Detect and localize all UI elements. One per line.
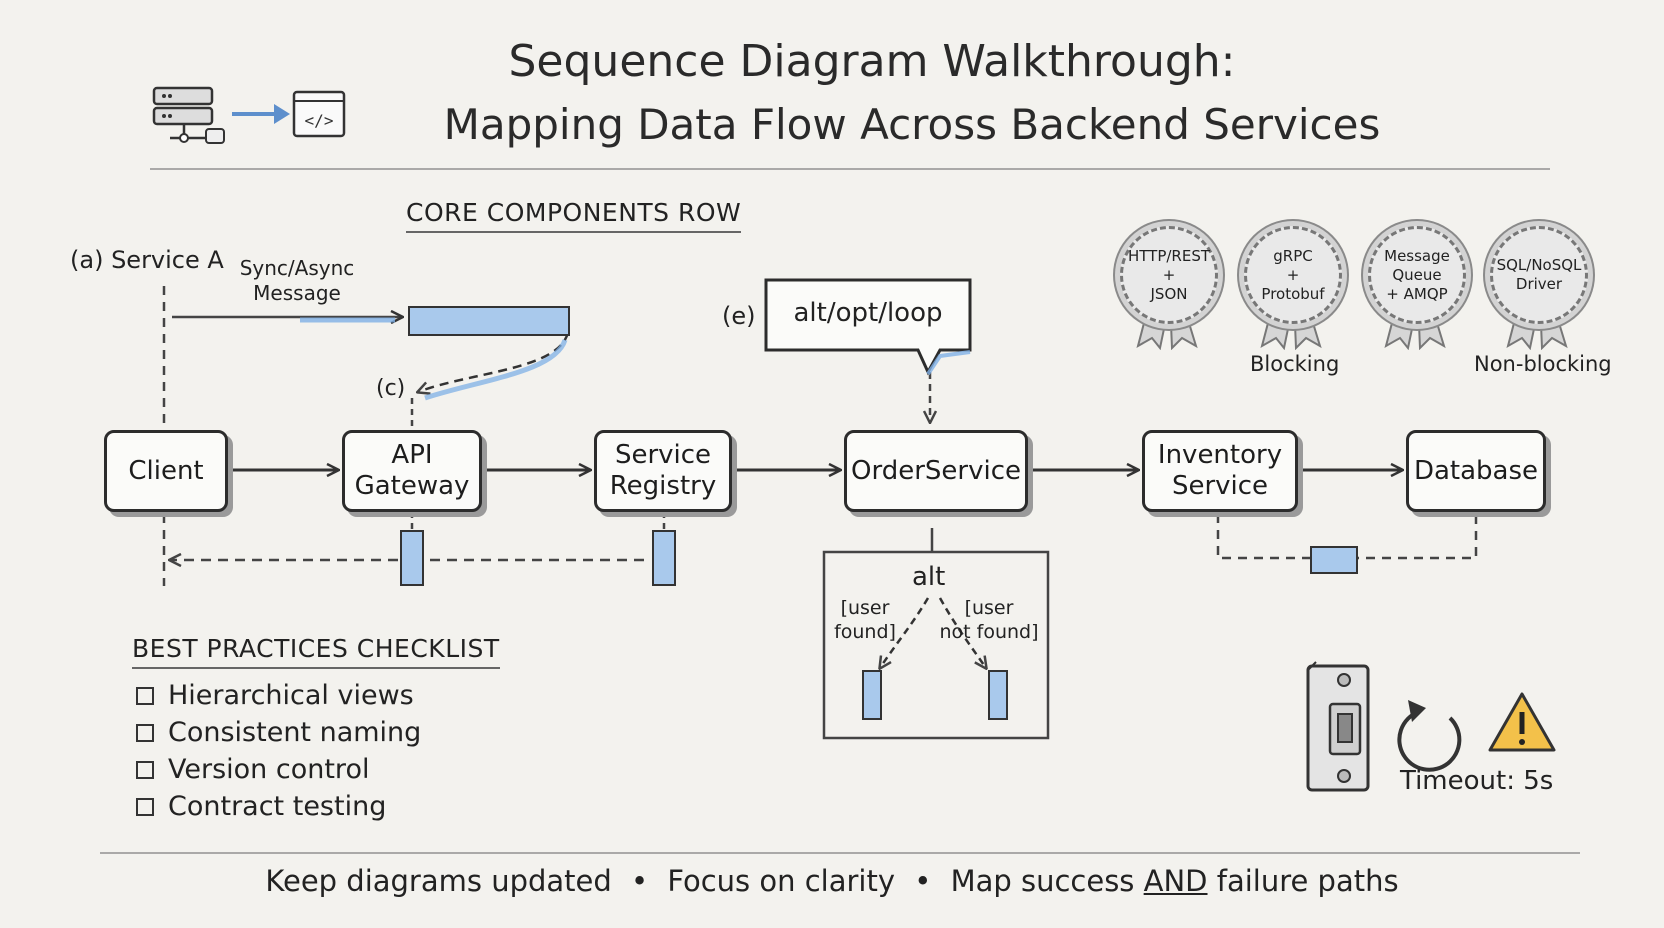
checkbox[interactable] <box>136 797 154 816</box>
checklist-item[interactable]: Contract testing <box>136 791 421 822</box>
checklist-item[interactable]: Consistent naming <box>136 717 421 748</box>
code-window-icon: </> <box>292 90 346 138</box>
alt-guard-left: [user found] <box>834 597 896 643</box>
node-order-service[interactable]: OrderService <box>844 430 1028 512</box>
message-label: Sync/Async Message <box>239 256 355 305</box>
svg-text:</>: </> <box>305 111 334 130</box>
timeout-label: Timeout: 5s <box>1400 766 1554 796</box>
checklist-item[interactable]: Version control <box>136 754 421 785</box>
checkbox[interactable] <box>136 760 154 779</box>
footer-sep: • <box>631 864 649 898</box>
checkbox[interactable] <box>136 686 154 705</box>
e-label: (e) <box>722 302 756 330</box>
activation-bar-user-found <box>862 670 882 720</box>
server-icon <box>152 86 225 144</box>
node-client[interactable]: Client <box>104 430 228 512</box>
badge-sql-driver: SQL/NoSQL Driver <box>1490 226 1588 324</box>
circuit-breaker-icon <box>1306 661 1370 792</box>
checkbox[interactable] <box>136 723 154 742</box>
checklist: Hierarchical views Consistent naming Ver… <box>136 680 421 822</box>
badge-message-queue: Message Queue + AMQP <box>1368 226 1466 324</box>
core-components-heading: CORE COMPONENTS ROW <box>406 198 742 233</box>
activation-bar-user-not-found <box>988 670 1008 720</box>
activation-bar-message <box>408 306 570 336</box>
footer-tips: Keep diagrams updated • Focus on clarity… <box>0 864 1664 898</box>
badge-grpc: gRPC + Protobuf <box>1244 226 1342 324</box>
alt-fragment-box <box>822 550 1050 740</box>
retry-icon <box>1397 700 1462 772</box>
node-database[interactable]: Database <box>1406 430 1546 512</box>
alt-guard-right: [user not found] <box>939 597 1039 643</box>
activation-bar-registry <box>652 530 676 586</box>
resilience-icons <box>1306 661 1556 792</box>
footer-sep: • <box>914 864 932 898</box>
footer-tip-3a: Map success <box>950 864 1144 898</box>
footer-tip-3c: failure paths <box>1207 864 1399 898</box>
alt-guard-right-arrow <box>938 597 986 668</box>
title-divider <box>150 168 1550 170</box>
node-api-gateway[interactable]: API Gateway <box>342 430 482 512</box>
page-subtitle: Mapping Data Flow Across Backend Service… <box>443 100 1381 149</box>
footer-tip-2: Focus on clarity <box>667 864 896 898</box>
node-service-registry[interactable]: Service Registry <box>594 430 732 512</box>
badge-http-rest: HTTP/REST + JSON <box>1120 226 1218 324</box>
checklist-item[interactable]: Hierarchical views <box>136 680 421 711</box>
warning-icon <box>1488 692 1556 752</box>
checklist-heading: BEST PRACTICES CHECKLIST <box>132 634 500 669</box>
alt-label: alt <box>912 562 946 592</box>
page-title: Sequence Diagram Walkthrough: <box>508 36 1236 87</box>
header-icon-group: </> <box>152 86 346 144</box>
fragment-label: alt/opt/loop <box>793 298 943 328</box>
alt-guard-left-arrow <box>880 597 930 668</box>
footer-tip-3b: AND <box>1143 864 1208 898</box>
activation-bar-gateway <box>400 530 424 586</box>
caption-blocking: Blocking <box>1250 352 1340 376</box>
c-label: (c) <box>376 376 406 401</box>
fragment-bubble <box>764 278 972 376</box>
footer-tip-1: Keep diagrams updated <box>265 864 612 898</box>
footer-divider <box>100 852 1580 854</box>
arrow-right-icon <box>232 104 290 124</box>
activation-bar-inventory <box>1310 546 1358 574</box>
inventory-database-return <box>1216 514 1478 560</box>
node-inventory-service[interactable]: Inventory Service <box>1142 430 1298 512</box>
caption-non-blocking: Non-blocking <box>1474 352 1612 376</box>
service-a-label: (a) Service A <box>70 246 224 274</box>
